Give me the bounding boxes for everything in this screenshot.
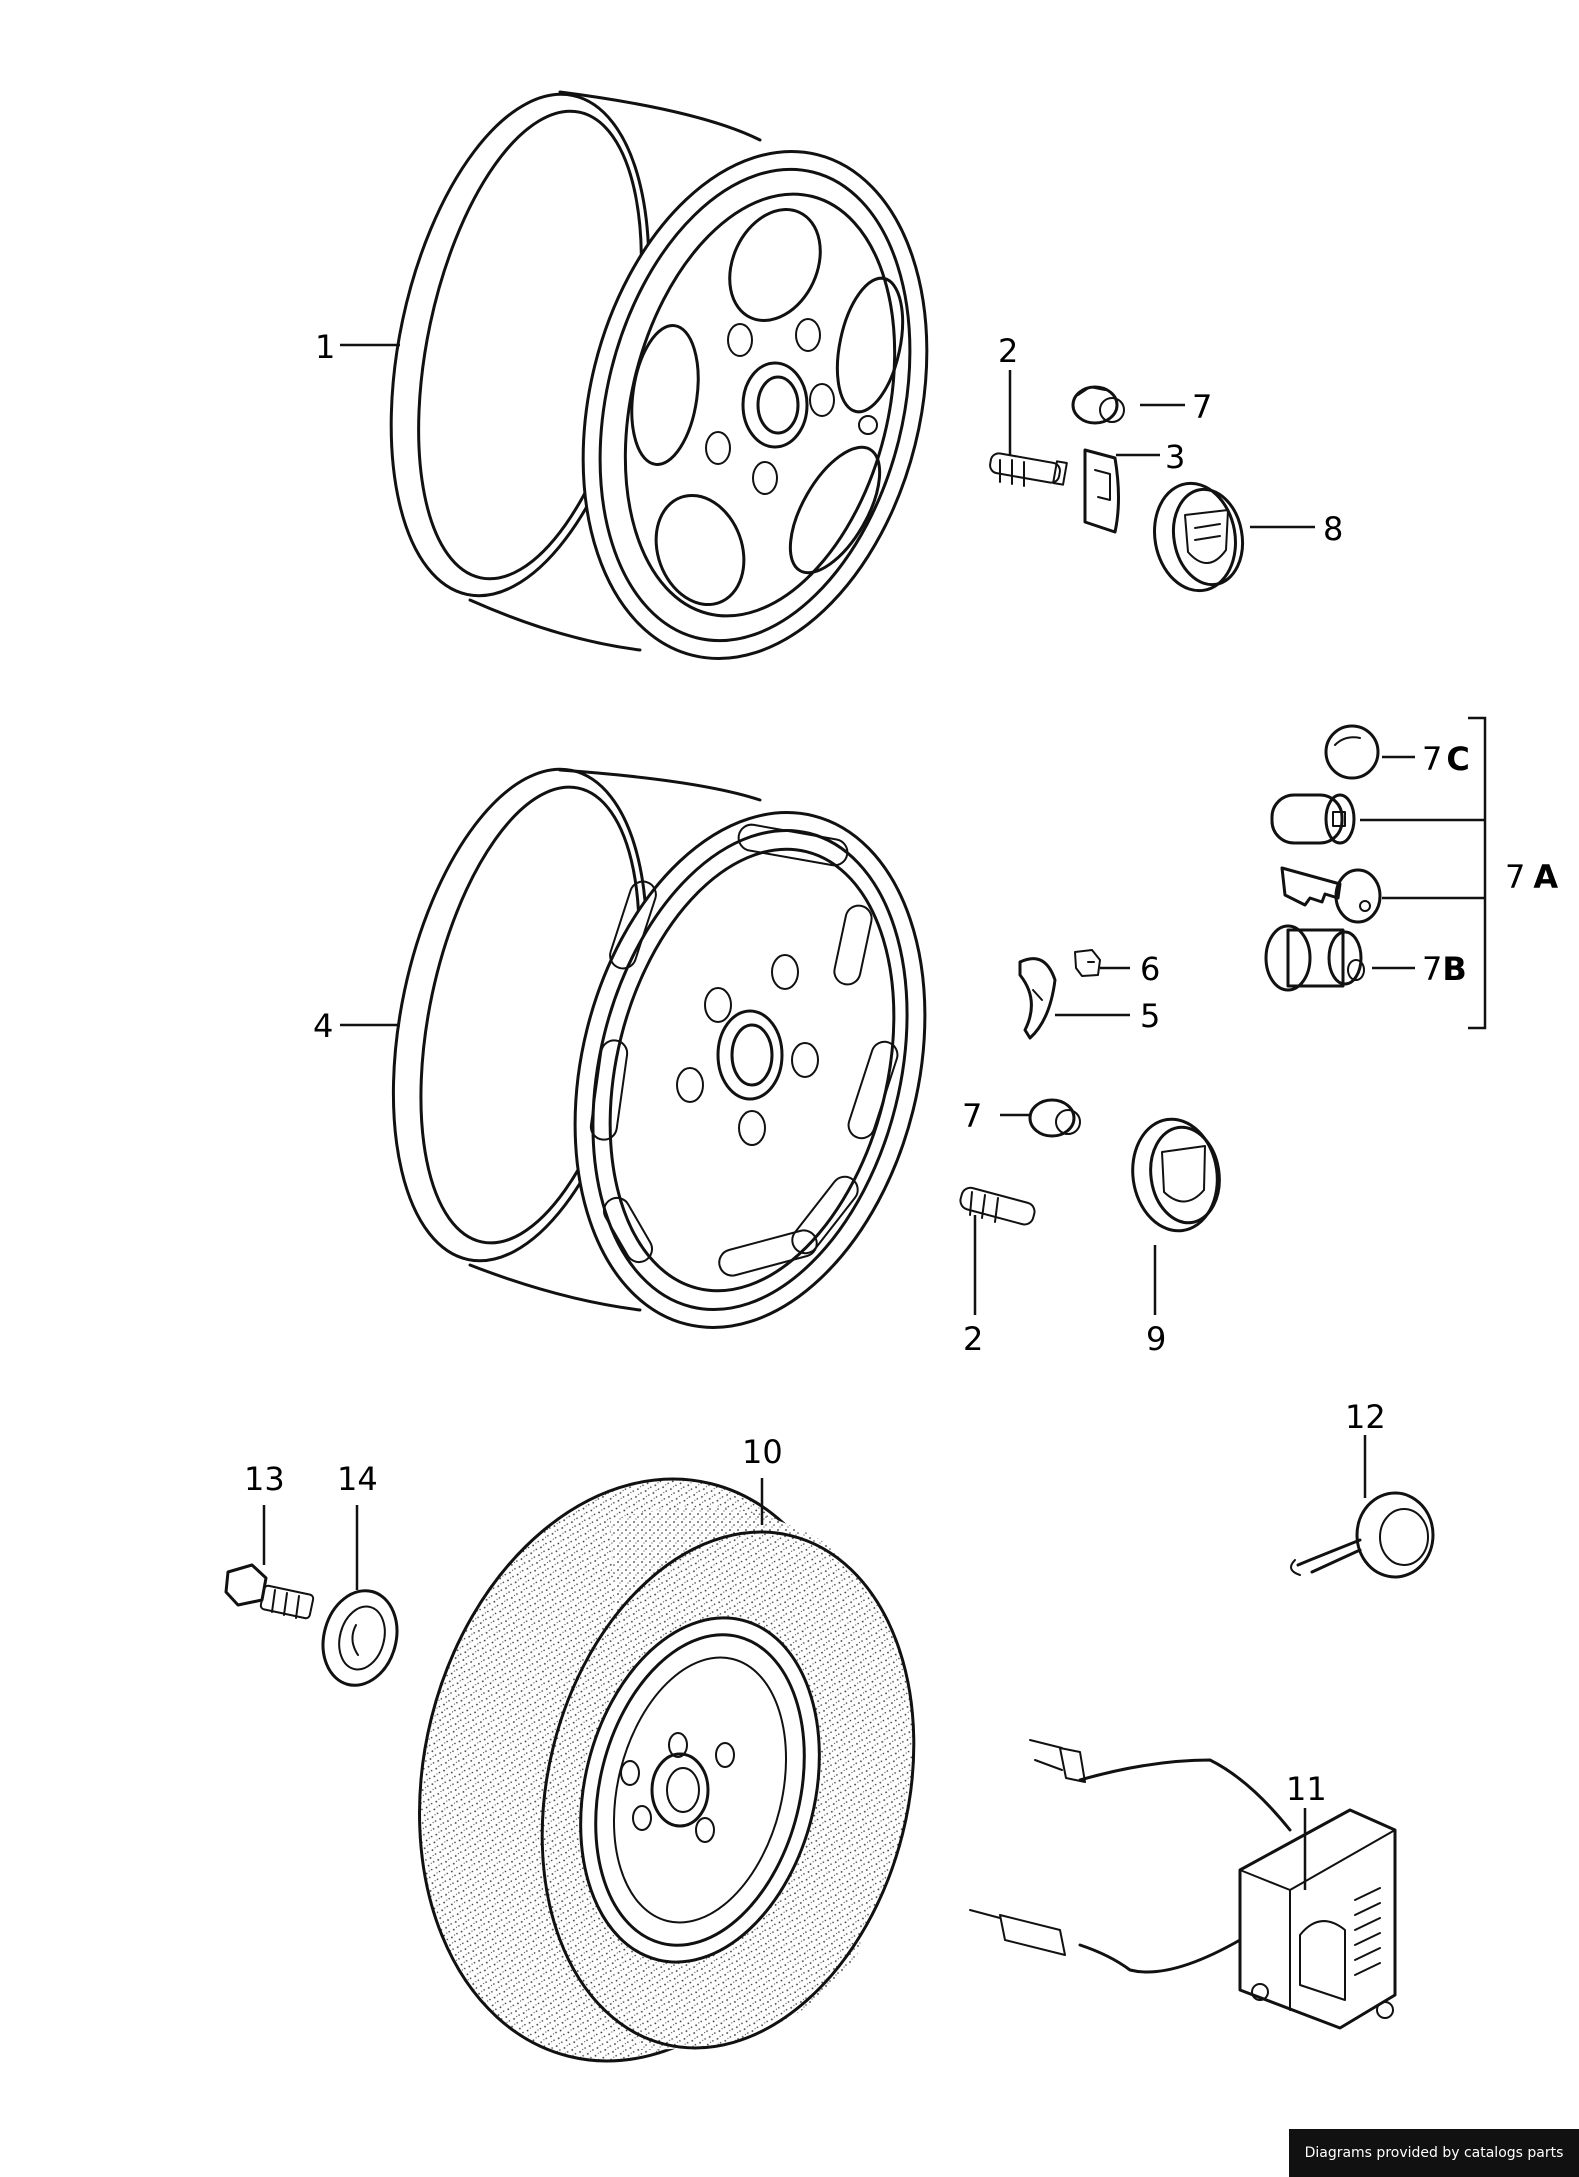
- callout-5: 5: [1140, 997, 1160, 1035]
- spare-wheel-part-10[interactable]: [360, 1432, 966, 2109]
- hub-cap-part-9[interactable]: [1126, 1114, 1226, 1237]
- lock-cylinder-part-7a[interactable]: [1270, 793, 1356, 845]
- callout-14: 14: [337, 1460, 378, 1498]
- callout-7b: 7B: [1422, 950, 1467, 988]
- valve-part-2-top[interactable]: [989, 452, 1068, 487]
- clip-part-6[interactable]: [1074, 949, 1101, 977]
- wheel-part-4[interactable]: [353, 746, 977, 1365]
- lock-nut-part-7b[interactable]: [1264, 924, 1365, 992]
- callout-1: 1: [315, 328, 335, 366]
- lock-cap-part-7c[interactable]: [1324, 724, 1380, 780]
- callout-11: 11: [1286, 1770, 1327, 1808]
- callout-12: 12: [1345, 1398, 1386, 1436]
- lock-key-part-7a[interactable]: [1280, 866, 1382, 924]
- callout-9: 9: [1146, 1320, 1166, 1358]
- callout-4: 4: [313, 1007, 333, 1045]
- balance-weight-part-3[interactable]: [1083, 448, 1120, 534]
- group-bracket-7a: [1468, 716, 1487, 1030]
- washer-part-14[interactable]: [313, 1582, 407, 1693]
- callout-2-top: 2: [998, 332, 1018, 370]
- callout-7-top: 7: [1192, 388, 1212, 426]
- balance-weight-part-5[interactable]: [1018, 957, 1057, 1040]
- wheel-nut-part-7-top[interactable]: [1071, 385, 1125, 425]
- compressor-part-11[interactable]: [969, 1739, 1397, 2030]
- bolt-part-13[interactable]: [224, 1563, 315, 1620]
- wheel-part-1[interactable]: [350, 71, 978, 696]
- callout-8: 8: [1323, 510, 1343, 548]
- callout-6: 6: [1140, 950, 1160, 988]
- valve-part-2-middle[interactable]: [958, 1186, 1036, 1227]
- valve-extension-part-12[interactable]: [1290, 1491, 1435, 1579]
- wheel-nut-part-7-middle[interactable]: [1028, 1098, 1081, 1138]
- callout-2-middle: 2: [963, 1320, 983, 1358]
- hub-cap-part-8[interactable]: [1146, 477, 1250, 597]
- callout-10: 10: [742, 1433, 783, 1471]
- callout-7-middle: 7: [962, 1097, 982, 1135]
- callout-13: 13: [244, 1460, 285, 1498]
- callout-3: 3: [1165, 438, 1185, 476]
- diagram-credit-badge: Diagrams provided by catalogs parts: [1289, 2129, 1579, 2177]
